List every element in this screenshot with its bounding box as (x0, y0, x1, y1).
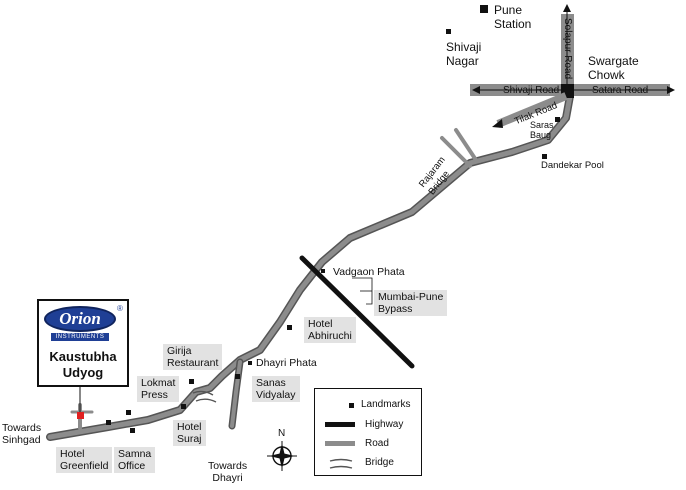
main-road-fill (47, 93, 573, 440)
bridge-symbol-icon (329, 458, 353, 469)
dhayri-road-fill (230, 360, 242, 428)
sanas-vidyalay-marker-icon (235, 374, 240, 379)
pune-station-marker-icon (480, 5, 488, 13)
solapur-road-label: Solapur Road (562, 18, 573, 80)
pointer-lines (352, 277, 373, 305)
hotel-abhiruchi-marker-icon (287, 325, 292, 330)
hotel-greenfield-marker-icon (106, 420, 111, 425)
swargate-chowk-label: Swargate Chowk (588, 54, 639, 82)
highway-line-icon (325, 422, 355, 427)
legend-road-label: Road (365, 438, 389, 449)
company-logo-card: Orion ® INSTRUMENTS Kaustubha Udyog (37, 299, 129, 387)
hotel-suraj-label: Hotel Suraj (173, 420, 206, 446)
legend-bridge: Bridge (325, 456, 421, 470)
legend-landmarks: Landmarks (325, 398, 421, 412)
sanas-vidyalay-label: Sanas Vidyalay (252, 376, 300, 402)
samna-office-label: Samna Office (114, 447, 156, 473)
vadgaon-phata-label: Vadgaon Phata (333, 266, 405, 278)
shivaji-nagar-marker-icon (446, 29, 451, 34)
landmark-square-icon (349, 403, 354, 408)
company-name: Kaustubha Udyog (49, 349, 117, 380)
rajaram-bridge-mark (440, 128, 478, 168)
samna-office-marker-icon (130, 428, 135, 433)
map-legend: Landmarks Highway Road Bridge (314, 388, 422, 476)
legend-highway: Highway (325, 418, 421, 432)
legend-road: Road (325, 437, 421, 451)
hotel-abhiruchi-label: Hotel Abhiruchi (304, 317, 356, 343)
main-road (46, 92, 574, 441)
girija-marker-icon (189, 379, 194, 384)
satara-road-label: Satara Road (592, 85, 649, 96)
compass-icon (267, 441, 297, 471)
dandekar-pool-label: Dandekar Pool (541, 160, 604, 171)
shivaji-nagar-label: Shivaji Nagar (446, 40, 482, 68)
towards-sinhgad-label: Towards Sinhgad (2, 422, 42, 446)
vadgaon-phata-marker-icon (321, 269, 325, 273)
saras-baug-marker-icon (555, 117, 560, 122)
towards-dhayri-label: Towards Dhayri (208, 460, 248, 484)
saras-baug-label: Saras Baug (530, 120, 554, 140)
logo-wordmark: Orion (59, 309, 101, 328)
swargate-roads (470, 4, 675, 128)
dhayri-phata-marker-icon (248, 361, 252, 365)
lokmat-press-marker-icon (126, 410, 131, 415)
hotel-suraj-marker-icon (181, 404, 186, 409)
north-label: N (278, 428, 286, 439)
legend-highway-label: Highway (365, 419, 404, 430)
orion-logo: Orion (44, 306, 116, 332)
logo-subtitle: INSTRUMENTS (51, 333, 109, 341)
legend-landmarks-label: Landmarks (361, 399, 411, 410)
road-line-icon (325, 441, 355, 446)
dandekar-pool-marker-icon (542, 154, 547, 159)
dhayri-phata-label: Dhayri Phata (256, 357, 317, 369)
factory-location-marker-icon (77, 412, 84, 419)
girija-bridge-mark (192, 390, 217, 403)
shivaji-road-label: Shivaji Road (503, 85, 560, 96)
legend-bridge-label: Bridge (365, 457, 394, 468)
logo-pointer (79, 386, 81, 412)
pune-station-label: Pune Station (494, 3, 532, 31)
mumbai-pune-bypass-label: Mumbai-Pune Bypass (374, 290, 448, 316)
lokmat-press-label: Lokmat Press (137, 376, 180, 402)
highway-bypass (299, 255, 415, 369)
registered-mark: ® (117, 304, 123, 313)
girija-restaurant-label: Girija Restaurant (163, 344, 223, 370)
hotel-greenfield-label: Hotel Greenfield (56, 447, 113, 473)
